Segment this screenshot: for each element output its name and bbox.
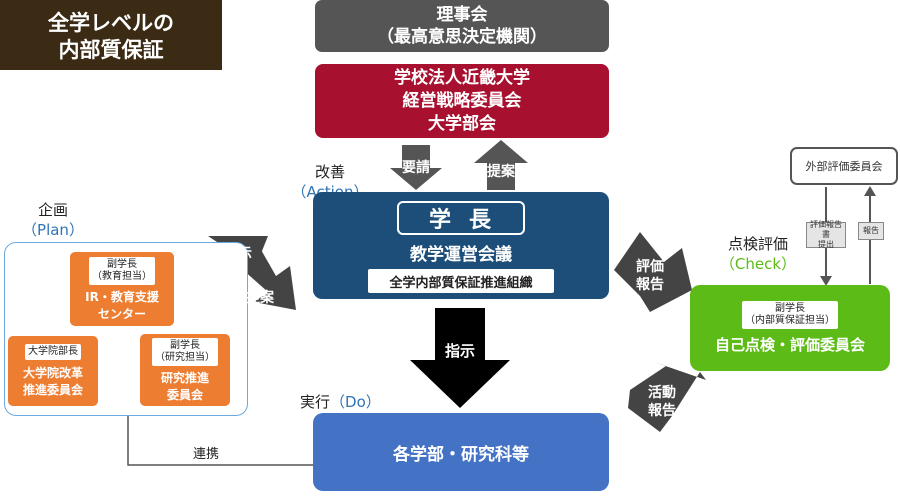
council-label: 教学運営会議 (410, 244, 512, 265)
proposal-right-label: 提案 (246, 290, 274, 306)
instruct-down-arrow (410, 308, 510, 408)
research-line2: 委員会 (166, 387, 203, 402)
do-jp: 実行 (300, 393, 331, 411)
check-phase: 点検評価 （Check） (708, 232, 808, 276)
submit-report-tag: 評価報告書 提出 (806, 220, 846, 249)
research-committee-box: 副学長 （研究担当） 研究推進 委員会 (140, 334, 230, 406)
request-arrow (390, 145, 442, 190)
proposal-up-label: 提案 (487, 164, 515, 180)
ir-center-box: 副学長 （教育担当） IR・教育支援 センター (70, 252, 174, 326)
faculties-box: 各学部・研究科等 (313, 413, 609, 491)
research-line1: 研究推進 (160, 370, 209, 385)
corporation-box: 学校法人近畿大学 経営戦略委員会 大学部会 (315, 64, 609, 138)
president-label: 学長 (397, 201, 525, 235)
eval-report-arrow (614, 232, 692, 312)
board-role: （最高意思決定機関） (377, 27, 547, 47)
activity-report-arrow (628, 362, 706, 432)
board-name: 理事会 (436, 5, 488, 25)
plan-phase: 企画 （Plan） (8, 198, 98, 242)
link-label: 連携 (192, 446, 219, 462)
check-en: （Check） (719, 255, 797, 273)
ir-tag: 副学長 （教育担当） (89, 256, 155, 285)
self-eval-name: 自己点検・評価委員会 (714, 336, 865, 354)
instruct-down-label: 指示 (444, 342, 475, 360)
title-line1: 全学レベルの (48, 11, 174, 35)
do-phase: 実行（Do） (300, 392, 420, 412)
self-eval-tag: 副学長 （内部質保証担当） (742, 301, 838, 329)
external-committee-box: 外部評価委員会 (790, 147, 898, 185)
corp-line2: 経営戦略委員会 (402, 90, 522, 111)
grad-line2: 推進委員会 (22, 383, 83, 397)
corp-line1: 学校法人近畿大学 (394, 67, 530, 88)
ir-line2: センター (97, 306, 146, 321)
corp-line3: 大学部会 (428, 113, 496, 134)
instruct-left-label: 指示 (224, 246, 252, 262)
grad-tag: 大学院部長 (25, 344, 81, 360)
activity-report-label: 活動 報告 (648, 385, 676, 419)
link-line (127, 416, 313, 466)
grad-line1: 大学院改革 (22, 366, 83, 380)
plan-en: （Plan） (22, 221, 84, 239)
proposal-up-arrow (474, 140, 528, 190)
request-label: 要請 (402, 160, 430, 176)
check-jp: 点検評価 (727, 235, 788, 253)
organization-label: 全学内部質保証推進組織 (368, 269, 554, 293)
ir-line1: IR・教育支援 (85, 289, 159, 304)
page-title: 全学レベルの 内部質保証 (0, 0, 222, 70)
report-tag: 報告 (858, 222, 884, 240)
self-eval-box: 副学長 （内部質保証担当） 自己点検・評価委員会 (690, 285, 890, 371)
grad-committee-box: 大学院部長 大学院改革 推進委員会 (8, 336, 98, 406)
research-tag: 副学長 （研究担当） (152, 337, 218, 366)
action-jp: 改善 (314, 163, 345, 181)
do-en: （Do） (330, 393, 381, 411)
title-line2: 内部質保証 (58, 38, 164, 62)
proposal-right-arrow (234, 248, 296, 310)
board-box: 理事会 （最高意思決定機関） (315, 0, 609, 52)
plan-jp: 企画 (37, 201, 68, 219)
eval-report-label: 評価 報告 (636, 259, 664, 293)
